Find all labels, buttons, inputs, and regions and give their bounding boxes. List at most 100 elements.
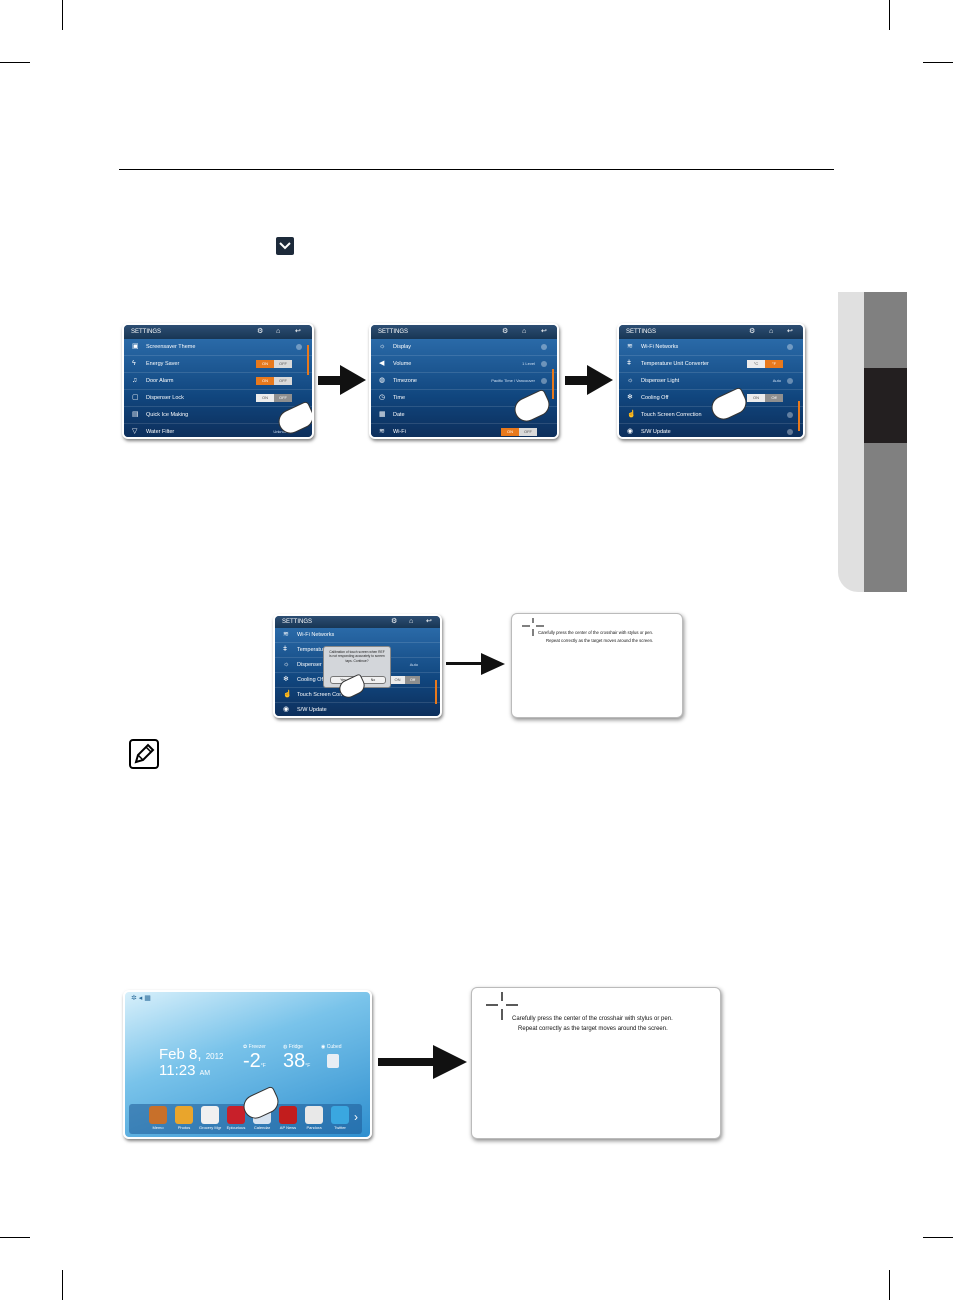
- settings-header: SETTINGS ⚙ ⌂ ↩: [619, 325, 803, 339]
- home-icon[interactable]: ⌂: [276, 328, 281, 335]
- settings-row[interactable]: ◷Time: [371, 390, 557, 407]
- fridge-icon: ◍: [283, 1044, 288, 1050]
- freezer-icon: ✿: [243, 1044, 248, 1050]
- ice-widget[interactable]: ◉ Cubed: [321, 1044, 342, 1068]
- side-tab-top: [864, 292, 907, 368]
- photos-app-icon: [175, 1106, 193, 1124]
- crop-mark: [923, 1237, 953, 1238]
- settings-row[interactable]: ▦Date: [371, 407, 557, 424]
- crop-mark: [889, 1270, 890, 1300]
- settings-row[interactable]: ◉S/W Update: [275, 703, 440, 716]
- epicurious-app-icon: [227, 1106, 245, 1124]
- touch-icon: ☝: [627, 411, 636, 418]
- app-label: Twitter: [334, 1125, 346, 1130]
- back-icon[interactable]: ↩: [541, 328, 547, 335]
- side-tab-active: [864, 368, 907, 443]
- app-label: Calendar: [253, 1125, 271, 1130]
- crosshair-icon[interactable]: [522, 618, 546, 638]
- arrow-right-icon: [378, 1058, 438, 1066]
- thermometer-icon: ǂ: [627, 360, 632, 367]
- fridge-widget[interactable]: ◍ Fridge 38°F: [283, 1044, 311, 1072]
- lock-icon: ▢: [132, 394, 139, 401]
- toggle[interactable]: °C°F: [747, 360, 783, 368]
- settings-icon[interactable]: ⚙: [502, 328, 509, 335]
- touch-icon: ☝: [283, 691, 292, 698]
- home-icon[interactable]: ⌂: [409, 618, 414, 625]
- settings-icon[interactable]: ⚙: [749, 328, 756, 335]
- crosshair-icon[interactable]: [486, 992, 520, 1022]
- settings-title: SETTINGS: [282, 619, 313, 625]
- volume-icon: ◀: [379, 360, 385, 367]
- settings-row[interactable]: ▣Screensaver Theme: [124, 339, 312, 356]
- app-photos[interactable]: Photos: [173, 1106, 195, 1130]
- energy-icon: ϟ: [132, 360, 136, 367]
- back-icon[interactable]: ↩: [787, 328, 793, 335]
- app-label: Epicurious: [226, 1125, 246, 1130]
- app-grocery[interactable]: Grocery Mgr: [199, 1106, 221, 1130]
- app-apnews[interactable]: AP News: [277, 1106, 299, 1130]
- app-pandora[interactable]: Pandora: [303, 1106, 325, 1130]
- calibration-instruction: Carefully press the center of the crossh…: [512, 1016, 673, 1022]
- home-icon[interactable]: ⌂: [522, 328, 527, 335]
- clock-icon: ◷: [379, 394, 386, 401]
- back-icon[interactable]: ↩: [426, 618, 432, 625]
- arrow-right-icon: [587, 365, 613, 395]
- memo-app-icon: [149, 1106, 167, 1124]
- settings-row[interactable]: ◉S/W Update: [619, 424, 803, 437]
- thermometer-icon: ǂ: [283, 646, 288, 653]
- crop-mark: [923, 62, 953, 63]
- settings-row[interactable]: ≋Wi-Fi Networks: [619, 339, 803, 356]
- calibration-screen-small[interactable]: Carefully press the center of the crossh…: [511, 613, 683, 718]
- display-icon: ☼: [379, 343, 386, 350]
- settings-row[interactable]: ≋Wi-Fi Networks: [275, 628, 440, 643]
- settings-row[interactable]: ☝Touch Screen Correction: [619, 407, 803, 424]
- app-epicurious[interactable]: Epicurious: [225, 1106, 247, 1130]
- update-icon: ◉: [627, 428, 634, 435]
- cooling-icon: ❄: [627, 394, 633, 401]
- dialog-text: Calibration of touch screen when REF is …: [329, 650, 385, 663]
- globe-icon: ◍: [379, 377, 386, 384]
- ice-cup-icon: [327, 1054, 339, 1068]
- settings-icon[interactable]: ⚙: [391, 618, 398, 625]
- arrow-right-icon: [318, 376, 342, 385]
- app-label: Pandora: [306, 1125, 322, 1130]
- settings-title: SETTINGS: [131, 329, 162, 335]
- settings-title: SETTINGS: [378, 329, 409, 335]
- settings-row[interactable]: ▤Quick Ice Making: [124, 407, 312, 424]
- settings-row[interactable]: ☼Display: [371, 339, 557, 356]
- alarm-icon: ♫: [132, 377, 138, 384]
- settings-header: SETTINGS ⚙ ⌂ ↩: [371, 325, 557, 339]
- app-memo[interactable]: Memo: [147, 1106, 169, 1130]
- calibration-instruction: Carefully press the center of the crossh…: [538, 630, 654, 635]
- wifi-icon: ≋: [627, 343, 633, 350]
- app-twitter[interactable]: Twitter: [329, 1106, 351, 1130]
- settings-icon[interactable]: ⚙: [257, 328, 264, 335]
- back-icon[interactable]: ↩: [295, 328, 301, 335]
- twitter-app-icon: [331, 1106, 349, 1124]
- chevron-down-icon: [276, 237, 294, 255]
- arrow-right-icon: [481, 653, 505, 675]
- arrow-right-icon: [340, 365, 366, 395]
- freezer-widget[interactable]: ✿ Freezer -2°F: [243, 1044, 266, 1072]
- home-icon[interactable]: ⌂: [769, 328, 774, 335]
- settings-header: SETTINGS ⚙ ⌂ ↩: [275, 616, 440, 628]
- chevron-right-icon[interactable]: ›: [354, 1110, 358, 1124]
- calibration-screen-large[interactable]: Carefully press the center of the crossh…: [471, 987, 721, 1139]
- settings-row[interactable]: ☝Touch Screen Correctio: [275, 688, 440, 703]
